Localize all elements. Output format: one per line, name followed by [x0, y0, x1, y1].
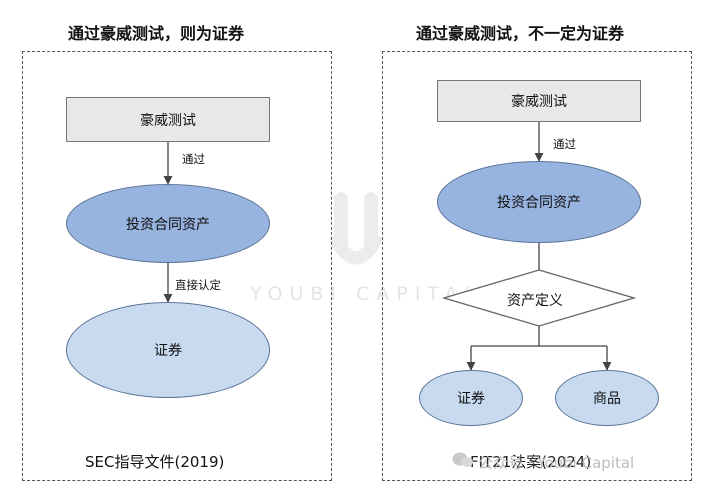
footer-watermark: 公众号 · Youbi Capital: [478, 454, 635, 472]
left-investment-contract-ellipse: 投资合同资产: [66, 184, 270, 263]
right-panel: [382, 51, 692, 481]
left-title: 通过豪威测试，则为证券: [68, 24, 245, 43]
right-investment-contract-ellipse: 投资合同资产: [437, 161, 641, 243]
asset-definition-label: 资产定义: [507, 293, 563, 309]
left-panel: [22, 51, 332, 481]
left-direct-recognition-label: 直接认定: [175, 278, 221, 292]
right-securities-ellipse: 证券: [419, 370, 523, 426]
right-title: 通过豪威测试，不一定为证券: [416, 24, 625, 43]
right-pass-label: 通过: [553, 137, 576, 151]
center-watermark: YOUBI CAPITAL: [250, 283, 483, 305]
right-howey-test-box: 豪威测试: [437, 80, 641, 122]
right-caption: FIT21法案(2024): [470, 453, 592, 471]
left-pass-label: 通过: [182, 152, 205, 166]
left-caption: SEC指导文件(2019): [85, 453, 225, 471]
left-howey-test-box: 豪威测试: [66, 97, 270, 142]
right-commodities-ellipse: 商品: [555, 370, 659, 426]
wechat-icon: [452, 452, 473, 467]
left-securities-ellipse: 证券: [66, 302, 270, 398]
youbi-logo-watermark-icon: [330, 192, 382, 265]
